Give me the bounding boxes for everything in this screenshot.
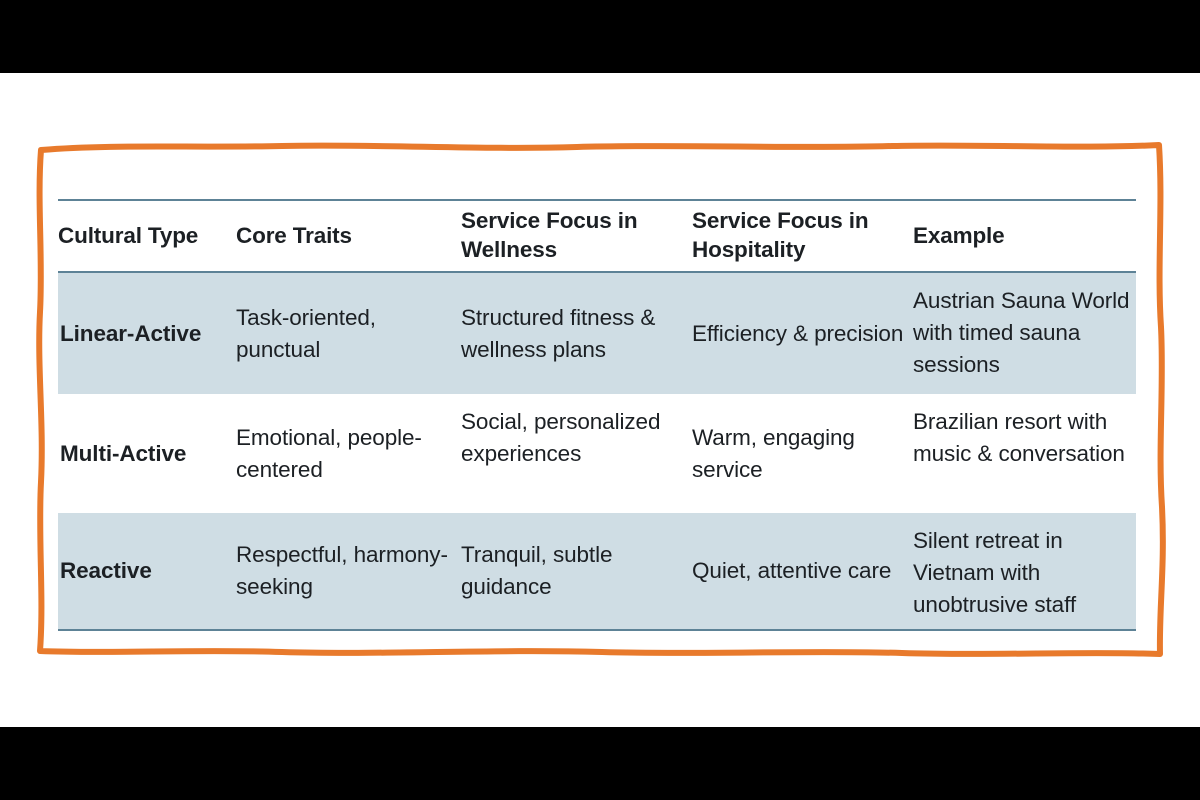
column-header-core-traits: Core Traits	[236, 200, 461, 272]
cell-service-focus-wellness: Structured fitness & wellness plans	[461, 272, 692, 394]
table-body: Linear-Active Task-oriented, punctual St…	[58, 272, 1136, 630]
cell-service-focus-hospitality-text: Efficiency & precision	[692, 320, 904, 346]
cell-core-traits: Emotional, people-centered	[236, 394, 461, 513]
column-header-service-focus-wellness-label: Service Focus in Wellness	[461, 208, 638, 262]
cell-service-focus-wellness-text: Social, personalized experiences	[461, 409, 661, 466]
cell-service-focus-wellness-text: Tranquil, subtle guidance	[461, 542, 613, 599]
cell-cultural-type: Linear-Active	[58, 272, 236, 394]
cell-service-focus-hospitality-text: Quiet, attentive care	[692, 558, 892, 584]
column-header-example: Example	[913, 200, 1136, 272]
cell-service-focus-hospitality: Warm, engaging service	[692, 394, 913, 513]
cell-example-text: Austrian Sauna World with timed sauna se…	[913, 288, 1130, 377]
cell-service-focus-wellness-text: Structured fitness & wellness plans	[461, 304, 656, 362]
column-header-service-focus-hospitality: Service Focus in Hospitality	[692, 200, 913, 272]
cell-core-traits: Respectful, harmony-seeking	[236, 513, 461, 630]
column-header-example-label: Example	[913, 222, 1005, 248]
cell-service-focus-hospitality-text: Warm, engaging service	[692, 424, 855, 482]
cell-service-focus-hospitality: Quiet, attentive care	[692, 513, 913, 630]
cell-core-traits-text: Task-oriented, punctual	[236, 304, 376, 362]
cell-core-traits: Task-oriented, punctual	[236, 272, 461, 394]
cell-cultural-type: Multi-Active	[58, 394, 236, 513]
cell-example-text: Silent retreat in Vietnam with unobtrusi…	[913, 528, 1076, 617]
cell-core-traits-text: Emotional, people-centered	[236, 424, 422, 482]
column-header-core-traits-label: Core Traits	[236, 222, 352, 248]
table-row: Linear-Active Task-oriented, punctual St…	[58, 272, 1136, 394]
cell-example-text: Brazilian resort with music & conversati…	[913, 409, 1125, 466]
cell-service-focus-wellness: Social, personalized experiences	[461, 394, 692, 513]
column-header-service-focus-hospitality-label: Service Focus in Hospitality	[692, 208, 869, 262]
column-header-cultural-type-label: Cultural Type	[58, 222, 199, 248]
cell-cultural-type-text: Linear-Active	[60, 320, 202, 346]
cell-service-focus-hospitality: Efficiency & precision	[692, 272, 913, 394]
cell-cultural-type: Reactive	[58, 513, 236, 630]
table-header: Cultural Type Core Traits Service Focus …	[58, 200, 1136, 272]
table-header-row: Cultural Type Core Traits Service Focus …	[58, 200, 1136, 272]
cell-cultural-type-text: Multi-Active	[60, 440, 187, 466]
letterbox-bar-top	[0, 0, 1200, 73]
cell-cultural-type-text: Reactive	[60, 558, 152, 584]
table-row: Reactive Respectful, harmony-seeking Tra…	[58, 513, 1136, 630]
slide-canvas: Cultural Type Core Traits Service Focus …	[0, 73, 1200, 727]
column-header-cultural-type: Cultural Type	[58, 200, 236, 272]
culture-matrix-table: Cultural Type Core Traits Service Focus …	[58, 199, 1136, 631]
letterbox-bar-bottom	[0, 727, 1200, 800]
cell-core-traits-text: Respectful, harmony-seeking	[236, 542, 448, 599]
cell-example: Silent retreat in Vietnam with unobtrusi…	[913, 513, 1136, 630]
column-header-service-focus-wellness: Service Focus in Wellness	[461, 200, 692, 272]
table-row: Multi-Active Emotional, people-centered …	[58, 394, 1136, 513]
cell-example: Austrian Sauna World with timed sauna se…	[913, 272, 1136, 394]
culture-matrix-table-wrapper: Cultural Type Core Traits Service Focus …	[58, 199, 1136, 631]
cell-example: Brazilian resort with music & conversati…	[913, 394, 1136, 513]
cell-service-focus-wellness: Tranquil, subtle guidance	[461, 513, 692, 630]
